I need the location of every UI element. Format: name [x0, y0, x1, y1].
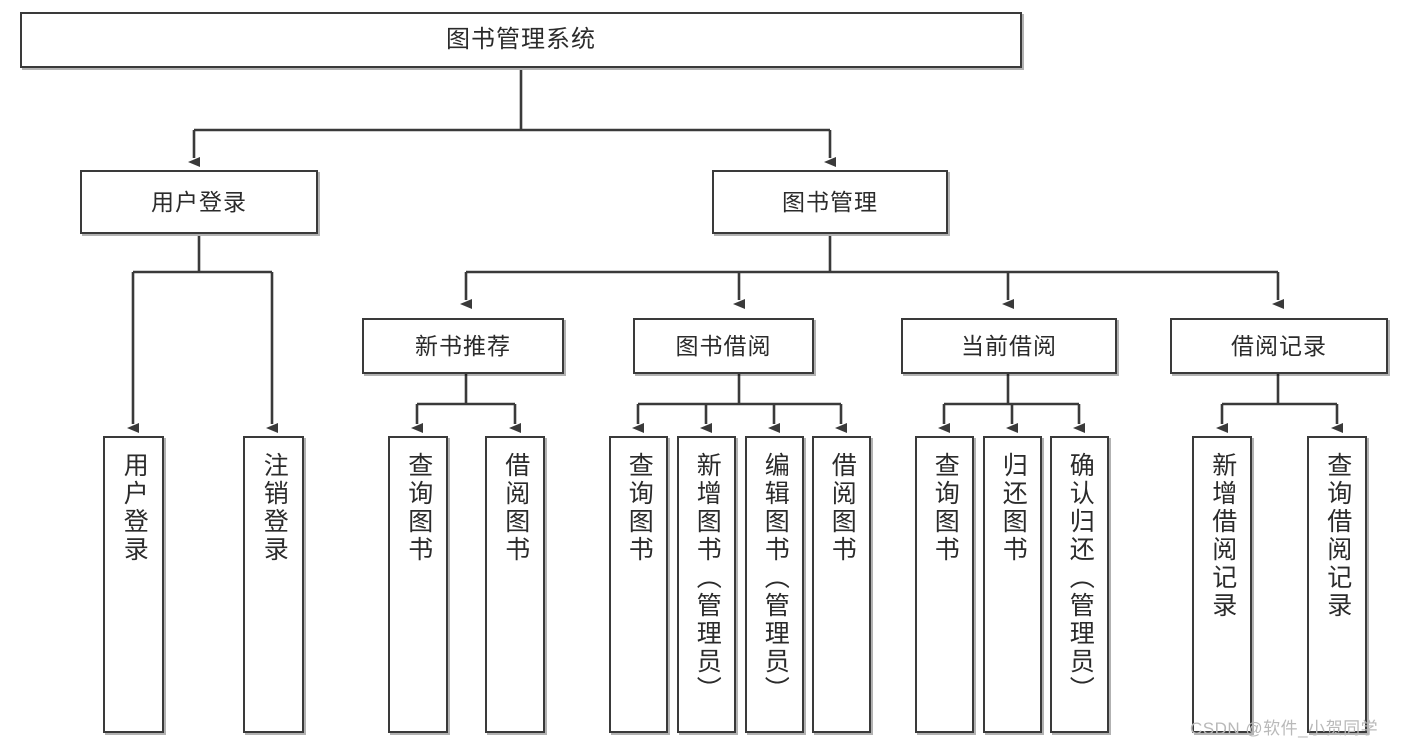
node-label: 借阅记录	[1231, 332, 1327, 359]
leaf-current-borrow-confirm-return-admin[interactable]: 确认归还（管理员）	[1050, 436, 1109, 733]
node-label: 用户登录	[120, 452, 149, 564]
node-label: 用户登录	[151, 188, 247, 215]
node-borrow-record[interactable]: 借阅记录	[1170, 318, 1388, 374]
node-label: 新增借阅记录	[1208, 452, 1237, 620]
leaf-current-borrow-query-book[interactable]: 查询图书	[915, 436, 974, 733]
leaf-book-borrow-edit-book-admin[interactable]: 编辑图书（管理员）	[745, 436, 804, 733]
node-label: 归还图书	[999, 452, 1028, 564]
node-label: 借阅图书	[501, 452, 530, 564]
node-label: 查询图书	[404, 452, 433, 564]
leaf-new-book-query-book[interactable]: 查询图书	[388, 436, 448, 733]
node-label: 图书管理系统	[446, 26, 596, 53]
node-label: 确认归还（管理员）	[1066, 452, 1095, 704]
node-label: 查询借阅记录	[1323, 452, 1352, 620]
node-root-book-management-system[interactable]: 图书管理系统	[20, 12, 1022, 68]
node-label: 新书推荐	[415, 332, 511, 359]
node-label: 当前借阅	[961, 332, 1057, 359]
node-label: 借阅图书	[828, 452, 857, 564]
node-user-login[interactable]: 用户登录	[80, 170, 318, 234]
node-book-management[interactable]: 图书管理	[712, 170, 948, 234]
node-current-borrow[interactable]: 当前借阅	[901, 318, 1117, 374]
node-label: 新增图书（管理员）	[693, 452, 722, 704]
leaf-book-borrow-borrow-book[interactable]: 借阅图书	[812, 436, 871, 733]
leaf-book-borrow-add-book-admin[interactable]: 新增图书（管理员）	[677, 436, 736, 733]
leaf-current-borrow-return-book[interactable]: 归还图书	[983, 436, 1042, 733]
leaf-user-login-logout[interactable]: 注销登录	[243, 436, 304, 733]
leaf-borrow-record-add-record[interactable]: 新增借阅记录	[1192, 436, 1252, 733]
csdn-watermark: CSDN @软件_小贺同学	[1190, 719, 1379, 738]
leaf-new-book-borrow-book[interactable]: 借阅图书	[485, 436, 545, 733]
node-label: 图书管理	[782, 188, 878, 215]
node-label: 图书借阅	[675, 332, 772, 359]
node-label: 编辑图书（管理员）	[761, 452, 790, 704]
node-book-borrow[interactable]: 图书借阅	[633, 318, 814, 374]
node-label: 查询图书	[625, 452, 654, 564]
node-label: 查询图书	[931, 452, 960, 564]
leaf-borrow-record-query-record[interactable]: 查询借阅记录	[1307, 436, 1367, 733]
leaf-user-login-login[interactable]: 用户登录	[103, 436, 164, 733]
leaf-book-borrow-query-book[interactable]: 查询图书	[609, 436, 668, 733]
node-new-book-recommend[interactable]: 新书推荐	[362, 318, 564, 374]
node-label: 注销登录	[260, 452, 289, 564]
